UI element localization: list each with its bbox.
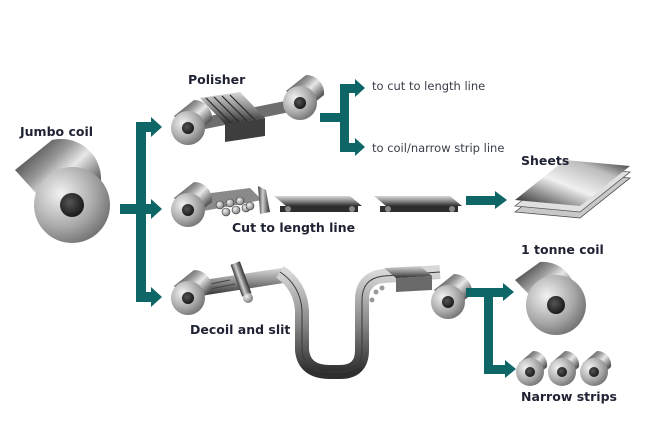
cut-to-length-machine-icon	[171, 181, 462, 227]
cut-to-length-label: Cut to length line	[232, 220, 356, 235]
to-cut-to-length-label: to cut to length line	[372, 79, 486, 93]
jumbo-coil-label: Jumbo coil	[20, 124, 94, 139]
narrow-strips-label: Narrow strips	[521, 389, 617, 404]
jumbo-coil-icon	[15, 138, 110, 243]
main-branch-arrows	[120, 117, 162, 307]
polisher-branch-arrows	[320, 79, 365, 156]
sheet-stack-icon	[513, 160, 632, 219]
arrow-to-sheets	[466, 191, 507, 209]
tonne-coil-label: 1 tonne coil	[521, 242, 604, 257]
decoil-slit-label: Decoil and slit	[190, 322, 291, 337]
slit-branch-arrows	[466, 283, 516, 378]
to-coil-narrow-strip-label: to coil/narrow strip line	[372, 141, 505, 155]
sheets-label: Sheets	[521, 153, 570, 168]
slitting-line-icon	[171, 261, 473, 379]
narrow-strips-icon	[516, 350, 612, 386]
tonne-coil-icon	[515, 261, 586, 335]
polisher-label: Polisher	[188, 72, 246, 87]
polisher-machine-icon	[171, 74, 325, 145]
